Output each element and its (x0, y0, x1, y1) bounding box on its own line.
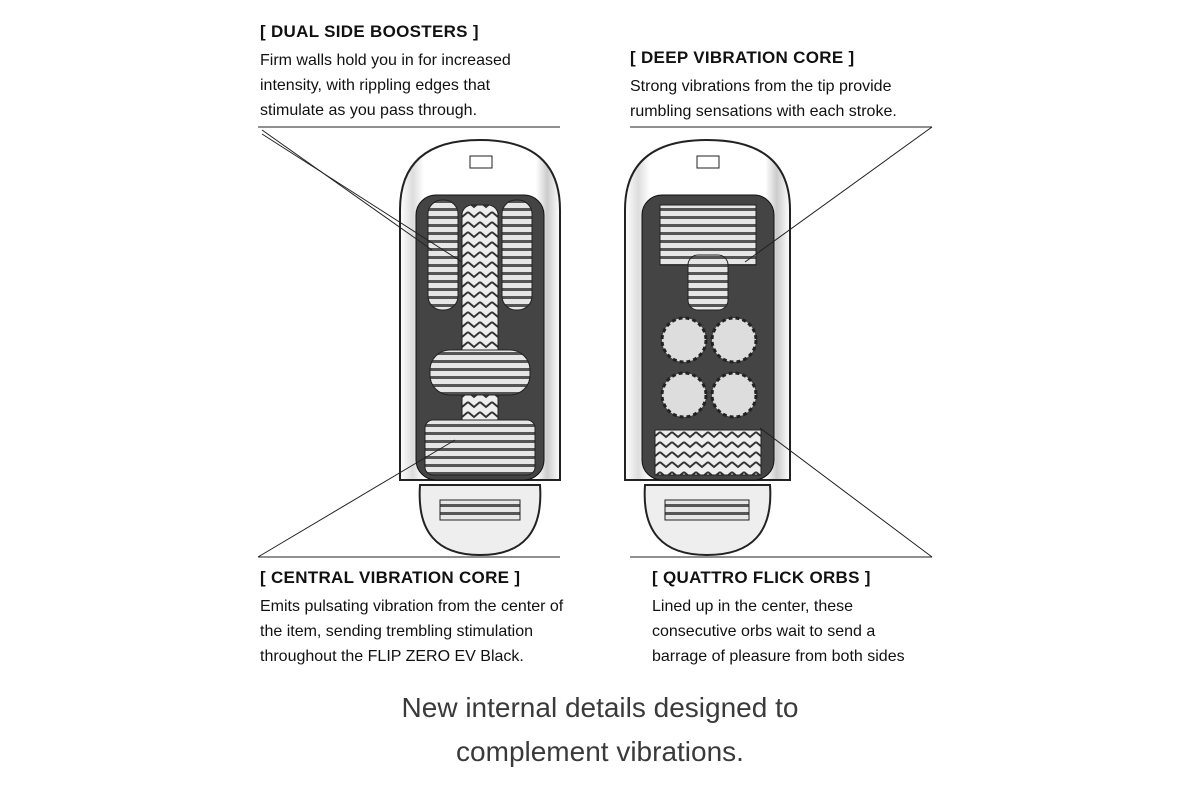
callout-text: intensity, with rippling edges that (260, 77, 491, 94)
callout-deep-vibration-core: [ DEEP VIBRATION CORE ] Strong vibration… (630, 48, 897, 124)
callout-dual-side-boosters: [ DUAL SIDE BOOSTERS ] Firm walls hold y… (260, 22, 511, 123)
callout-text: Lined up in the center, these (652, 598, 854, 615)
callout-text: Emits pulsating vibration from the cente… (260, 598, 564, 615)
caption-line-1: New internal details designed to (401, 692, 799, 723)
callout-text: the item, sending trembling stimulation (260, 623, 534, 640)
callout-text: consecutive orbs wait to send a (652, 623, 876, 640)
callout-title: [ CENTRAL VIBRATION CORE ] (260, 568, 521, 587)
callout-text: rumbling sensations with each stroke. (630, 103, 897, 120)
callout-quattro-flick-orbs: [ QUATTRO FLICK ORBS ] Lined up in the c… (652, 568, 905, 669)
device-right (624, 138, 791, 557)
callout-text: barrage of pleasure from both sides (652, 648, 905, 665)
callout-text: stimulate as you pass through. (260, 102, 478, 119)
callout-text: Firm walls hold you in for increased (260, 52, 511, 69)
device-left (399, 138, 561, 557)
callout-title: [ DUAL SIDE BOOSTERS ] (260, 22, 479, 41)
callout-text: Strong vibrations from the tip provide (630, 78, 892, 95)
callout-text: throughout the FLIP ZERO EV Black. (260, 648, 524, 665)
leader-lines (257, 126, 933, 558)
callout-title: [ QUATTRO FLICK ORBS ] (652, 568, 871, 587)
callout-central-vibration-core: [ CENTRAL VIBRATION CORE ] Emits pulsati… (260, 568, 563, 669)
callout-title: [ DEEP VIBRATION CORE ] (630, 48, 855, 67)
caption-line-2: complement vibrations. (456, 736, 744, 767)
